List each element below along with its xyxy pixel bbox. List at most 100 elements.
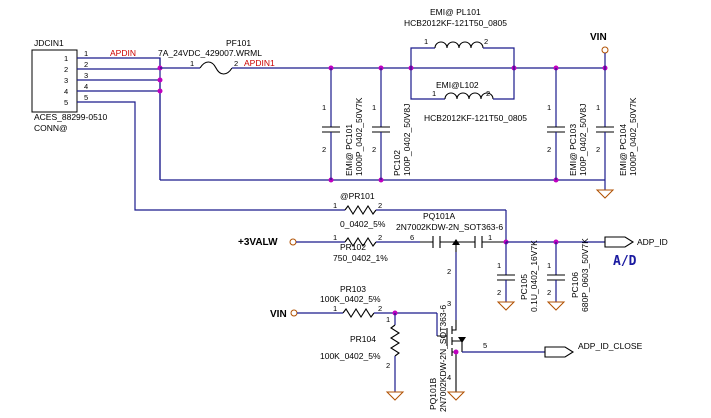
cap4-ref: EMI@ PC104	[618, 124, 628, 176]
fuse-ref: PF101	[226, 38, 251, 48]
net-adp-id-close: ADP_ID_CLOSE	[578, 341, 643, 351]
cap1-ref: EMI@ PC101	[344, 124, 354, 176]
q2-ref: PQ101B	[428, 378, 438, 410]
cap2-ref: PC102	[392, 150, 402, 176]
cap5-pin2: 2	[497, 288, 501, 297]
connector-wires: APDIN	[77, 48, 345, 211]
res1-pin1: 1	[333, 201, 337, 210]
mosfet-pq101b: PQ101B 2N7002KDW-2N_SOT363-6 3 5 4	[428, 299, 545, 412]
adp-id-close-net: ADP_ID_CLOSE	[544, 341, 643, 358]
cap2-pin2: 2	[372, 145, 376, 154]
cap5-value: 0.1U_0402_16V7K	[529, 240, 539, 312]
connector-jdcin1: JDCIN1 1 2 3 4 5 1 2 3 4 5 ACES_88299-05…	[31, 38, 108, 133]
inductor1-pin1: 1	[424, 37, 428, 46]
res2-pin2: 2	[378, 233, 382, 242]
cap6-pin2: 2	[547, 288, 551, 297]
net-3valw: +3VALW	[238, 237, 278, 248]
q1-value: 2N7002KDW-2N_SOT363-6	[396, 222, 503, 232]
connector-pin-num-5: 5	[64, 98, 68, 107]
cap6-ref: PC106	[570, 272, 580, 298]
resistor-pr101: @PR101 1 2 0_0402_5%	[333, 191, 507, 242]
vin-lower-terminal: VIN	[270, 309, 343, 320]
cap5-ref: PC105	[519, 274, 529, 300]
res4-value: 100K_0402_5%	[320, 351, 381, 361]
cap-pc102: 1 2 PC102 100P_0402_50V8J	[372, 68, 412, 180]
connector-pin-num-1: 1	[64, 54, 68, 63]
res2-ref: PR102	[340, 242, 366, 252]
cap-pc104: 1 2 EMI@ PC104 1000P_0402_50V7K	[596, 68, 638, 176]
cap2-pin1: 1	[372, 103, 376, 112]
connector-option: CONN@	[34, 123, 68, 133]
connector-part: ACES_88299-0510	[34, 112, 108, 122]
res3-pin1: 1	[333, 304, 337, 313]
res4-ref: PR104	[350, 334, 376, 344]
connector-pin-4: 4	[84, 82, 88, 91]
inductor-pl101: EMI@ PL101 HCB2012KF-121T50_0805 1 2	[404, 7, 515, 68]
fuse-value: 7A_24VDC_429007.WRML	[158, 48, 262, 58]
res1-value: 0_0402_5%	[340, 219, 386, 229]
connector-pin-2: 2	[84, 60, 88, 69]
q1-pin-6: 6	[410, 233, 414, 242]
cap4-pin1: 1	[596, 103, 600, 112]
cap5-pin1: 1	[497, 261, 501, 270]
cap1-pin2: 2	[322, 145, 326, 154]
cap-pc101: 1 2 EMI@ PC101 1000P_0402_50V7K	[322, 68, 364, 180]
res3-pin2: 2	[378, 304, 382, 313]
resistor-pr103: PR103 100K_0402_5% 1 2	[320, 284, 438, 336]
net-apdin: APDIN	[110, 48, 136, 58]
res3-ref: PR103	[340, 284, 366, 294]
valw-terminal: +3VALW	[238, 237, 345, 248]
q2-pin-3: 3	[447, 299, 451, 308]
net-vin: VIN	[590, 32, 607, 43]
connector-pin-5: 5	[84, 93, 88, 102]
cap2-value: 100P_0402_50V8J	[402, 104, 412, 176]
cap4-value: 1000P_0402_50V7K	[628, 97, 638, 176]
res1-pin2: 2	[378, 201, 382, 210]
res1-ref: @PR101	[340, 191, 375, 201]
cap3-ref: EMI@ PC103	[568, 124, 578, 176]
cap3-value: 100P_0402_50V8J	[578, 104, 588, 176]
fuse-pf101: PF101 7A_24VDC_429007.WRML 1 2 APDIN1	[158, 38, 275, 75]
connector-ref: JDCIN1	[34, 38, 64, 48]
q1-pin-2: 2	[447, 267, 451, 276]
connector-body	[31, 49, 78, 113]
cap6-value: 680P_0603_50V7K	[580, 238, 590, 312]
connector-pin-3: 3	[84, 71, 88, 80]
inductor-l102: EMI@L102 1 2 HCB2012KF-121T50_0805	[410, 68, 527, 123]
vin-terminal: VIN	[590, 32, 609, 68]
inductor1-pin2: 2	[484, 37, 488, 46]
cap6-pin1: 1	[547, 261, 551, 270]
cap4-pin2: 2	[596, 145, 600, 154]
cap-pc105: 1 2 PC105 0.1U_0402_16V7K	[496, 240, 539, 312]
q2-value: 2N7002KDW-2N_SOT363-6	[438, 305, 448, 412]
cap-pc103: 1 2 EMI@ PC103 100P_0402_50V8J	[547, 68, 588, 180]
connector-pin-num-3: 3	[64, 76, 68, 85]
connector-pin-num-2: 2	[64, 65, 68, 74]
inductor2-ref: EMI@L102	[436, 80, 479, 90]
q1-ref: PQ101A	[423, 211, 455, 221]
q1-pin-1: 1	[488, 233, 492, 242]
mosfet-pq101a: PQ101A 2N7002KDW-2N_SOT363-6 6 1 2	[396, 211, 509, 320]
cap1-value: 1000P_0402_50V7K	[354, 97, 364, 176]
res4-pin2: 2	[386, 361, 390, 370]
inductor2-pin1: 1	[432, 89, 436, 98]
label-ad: A/D	[613, 254, 637, 269]
net-adp-id: ADP_ID	[637, 237, 668, 247]
cap3-pin2: 2	[547, 145, 551, 154]
res4-pin1: 1	[386, 315, 390, 324]
res3-value: 100K_0402_5%	[320, 294, 381, 304]
res2-value: 750_0402_1%	[333, 253, 388, 263]
connector-pin-1: 1	[84, 49, 88, 58]
fuse-pin2: 2	[234, 59, 238, 68]
fuse-pin1: 1	[190, 59, 194, 68]
inductor2-pin2: 2	[486, 89, 490, 98]
res2-pin1: 1	[333, 233, 337, 242]
resistor-pr102: 1 2 PR102 750_0402_1%	[333, 233, 420, 263]
resistor-pr104: PR104 100K_0402_5% 1 2	[320, 313, 405, 401]
inductor1-ref: EMI@ PL101	[430, 7, 481, 17]
connector-pin-num-4: 4	[64, 87, 68, 96]
inductor2-value: HCB2012KF-121T50_0805	[424, 113, 527, 123]
q2-pin-4: 4	[447, 373, 451, 382]
cap1-pin1: 1	[322, 103, 326, 112]
